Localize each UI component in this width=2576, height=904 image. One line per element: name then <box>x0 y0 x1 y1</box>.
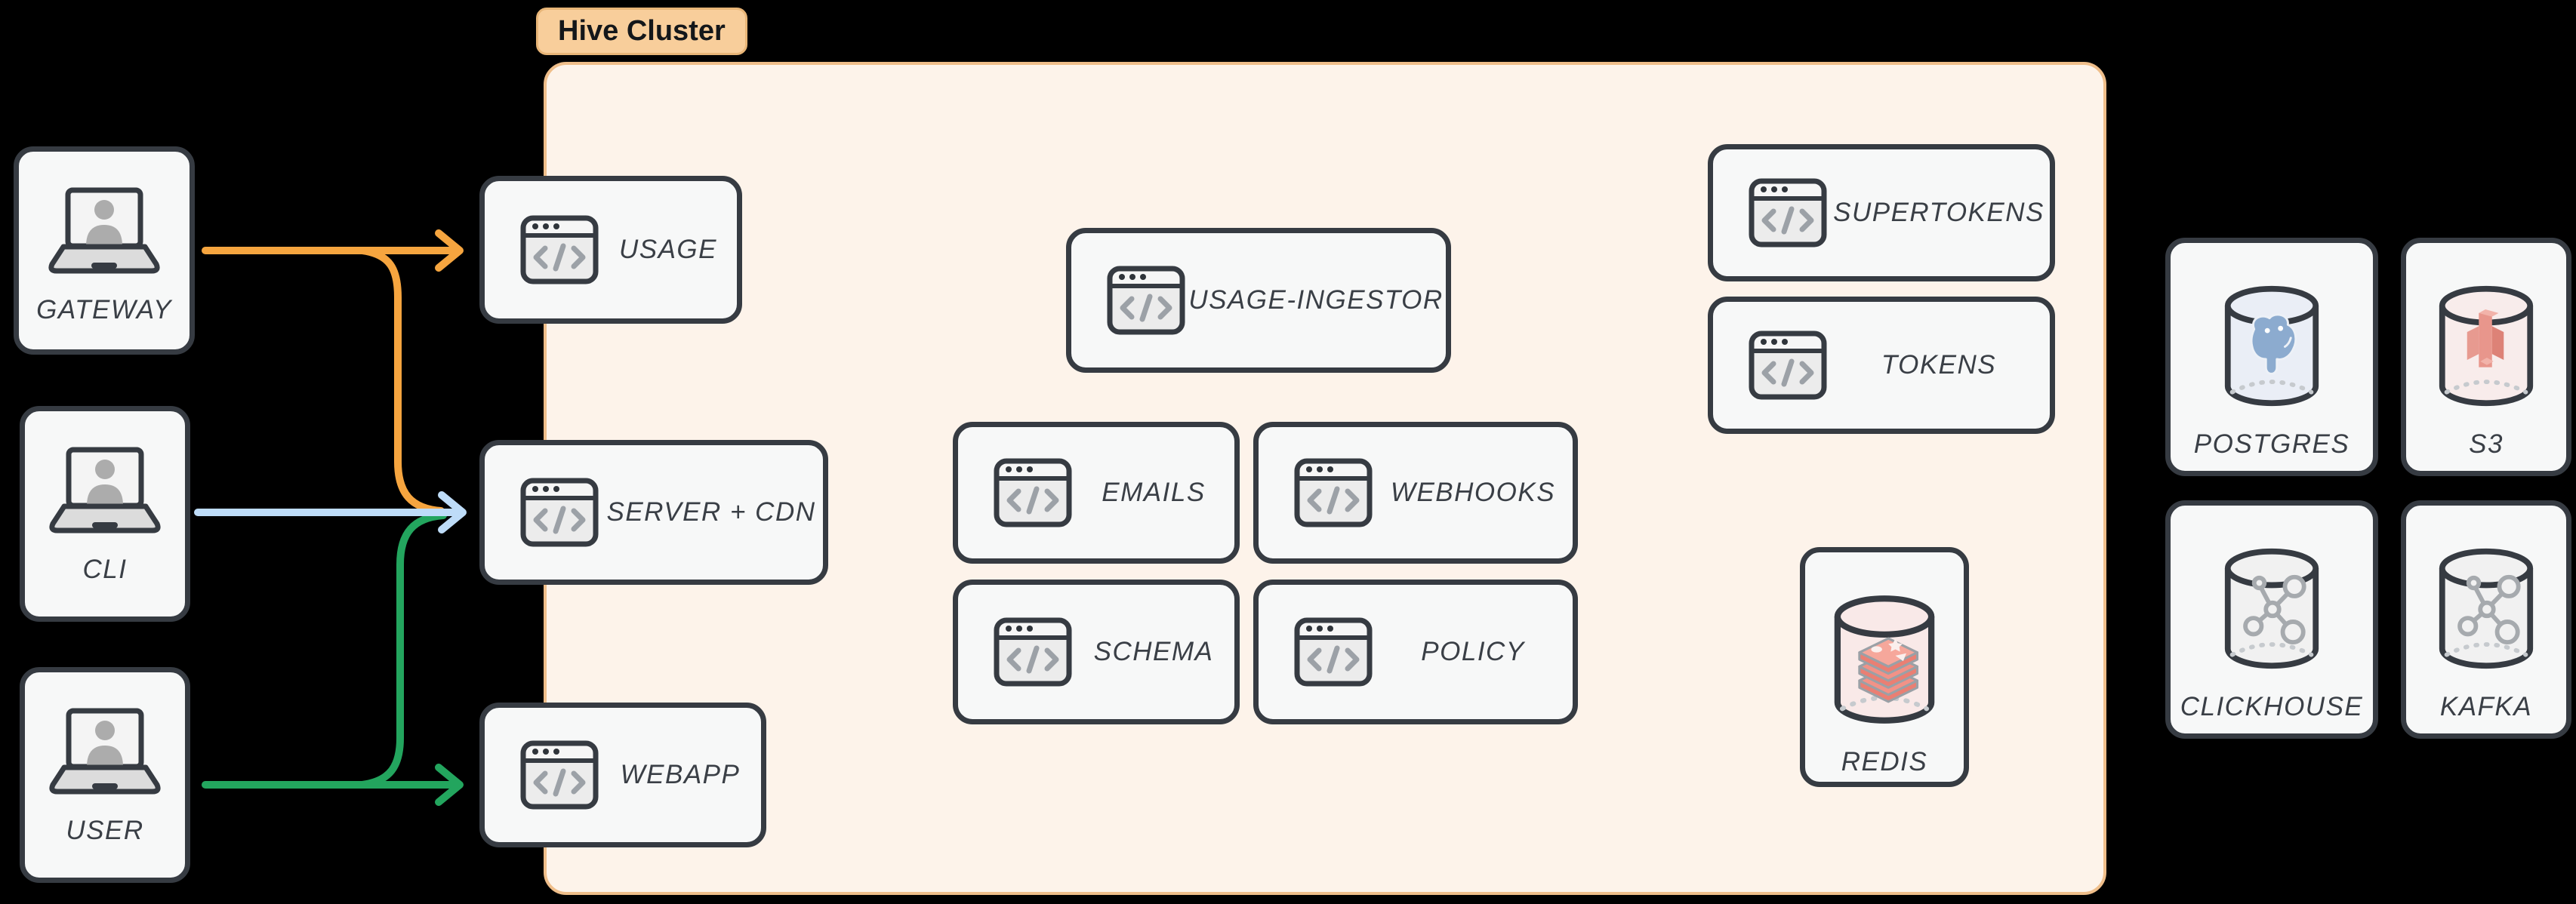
node-label: WEBAPP <box>620 760 741 789</box>
node-label: SCHEMA <box>1093 637 1214 666</box>
node-gateway: GATEWAY <box>14 146 195 355</box>
node-user: USER <box>20 667 190 883</box>
node-label: KAFKA <box>2439 692 2533 721</box>
node-kafka: KAFKA <box>2401 500 2571 739</box>
edge-gateway-server-cdn <box>359 247 445 515</box>
code-window-icon <box>1106 265 1186 336</box>
laptop-user-icon <box>44 186 165 277</box>
node-label: WEBHOOKS <box>1390 478 1556 507</box>
node-redis: REDIS <box>1800 547 1969 787</box>
code-window-icon <box>519 739 599 810</box>
node-server-cdn: SERVER + CDN <box>479 440 828 585</box>
node-supertokens: SUPERTOKENS <box>1708 144 2055 281</box>
node-usage: USAGE <box>479 176 742 324</box>
node-schema: SCHEMA <box>953 580 1240 724</box>
arrowhead-webapp <box>435 764 464 806</box>
kafka-database-icon <box>2433 546 2539 671</box>
node-policy: POLICY <box>1253 580 1578 724</box>
laptop-user-icon <box>45 446 165 537</box>
code-window-icon <box>1748 330 1828 401</box>
clickhouse-database-icon <box>2219 546 2325 671</box>
node-label: CLI <box>82 555 128 584</box>
node-label: SERVER + CDN <box>606 497 816 527</box>
node-label: GATEWAY <box>36 295 172 324</box>
s3-cubes <box>2467 309 2504 367</box>
postgres-database-icon <box>2219 284 2325 408</box>
node-tokens: TOKENS <box>1708 297 2055 434</box>
node-webapp: WEBAPP <box>479 703 766 847</box>
node-label: USER <box>66 816 144 845</box>
arrowhead-usage <box>435 229 464 272</box>
postgres-elephant <box>2250 313 2297 375</box>
node-label: POLICY <box>1421 637 1525 666</box>
code-window-icon <box>519 477 599 548</box>
node-label: USAGE-INGESTOR <box>1188 285 1444 315</box>
edge-user-server-cdn <box>359 512 447 789</box>
s3-database-icon <box>2433 284 2539 408</box>
node-label: S3 <box>2469 429 2504 459</box>
node-label: EMAILS <box>1102 478 1206 507</box>
redis-stack <box>1858 637 1919 703</box>
node-label: USAGE <box>618 235 718 264</box>
redis-database-icon <box>1828 593 1941 726</box>
code-window-icon <box>993 457 1073 528</box>
node-label: CLICKHOUSE <box>2180 692 2364 721</box>
node-label: SUPERTOKENS <box>1833 198 2044 227</box>
hive-cluster-badge: Hive Cluster <box>536 8 747 55</box>
node-label: REDIS <box>1841 747 1928 776</box>
node-postgres: POSTGRES <box>2165 238 2378 476</box>
code-window-icon <box>993 617 1073 687</box>
node-usage-ingestor: USAGE-INGESTOR <box>1066 228 1451 373</box>
node-cli: CLI <box>20 406 190 622</box>
laptop-user-icon <box>45 707 165 798</box>
node-label: TOKENS <box>1881 350 1997 380</box>
code-window-icon <box>1293 617 1373 687</box>
code-window-icon <box>1293 457 1373 528</box>
node-label: POSTGRES <box>2193 429 2350 459</box>
node-emails: EMAILS <box>953 422 1240 564</box>
code-window-icon <box>1748 177 1828 248</box>
node-webhooks: WEBHOOKS <box>1253 422 1578 564</box>
node-s3: S3 <box>2401 238 2571 476</box>
node-clickhouse: CLICKHOUSE <box>2165 500 2378 739</box>
code-window-icon <box>519 214 599 285</box>
arrowhead-server-cdn <box>438 491 467 533</box>
